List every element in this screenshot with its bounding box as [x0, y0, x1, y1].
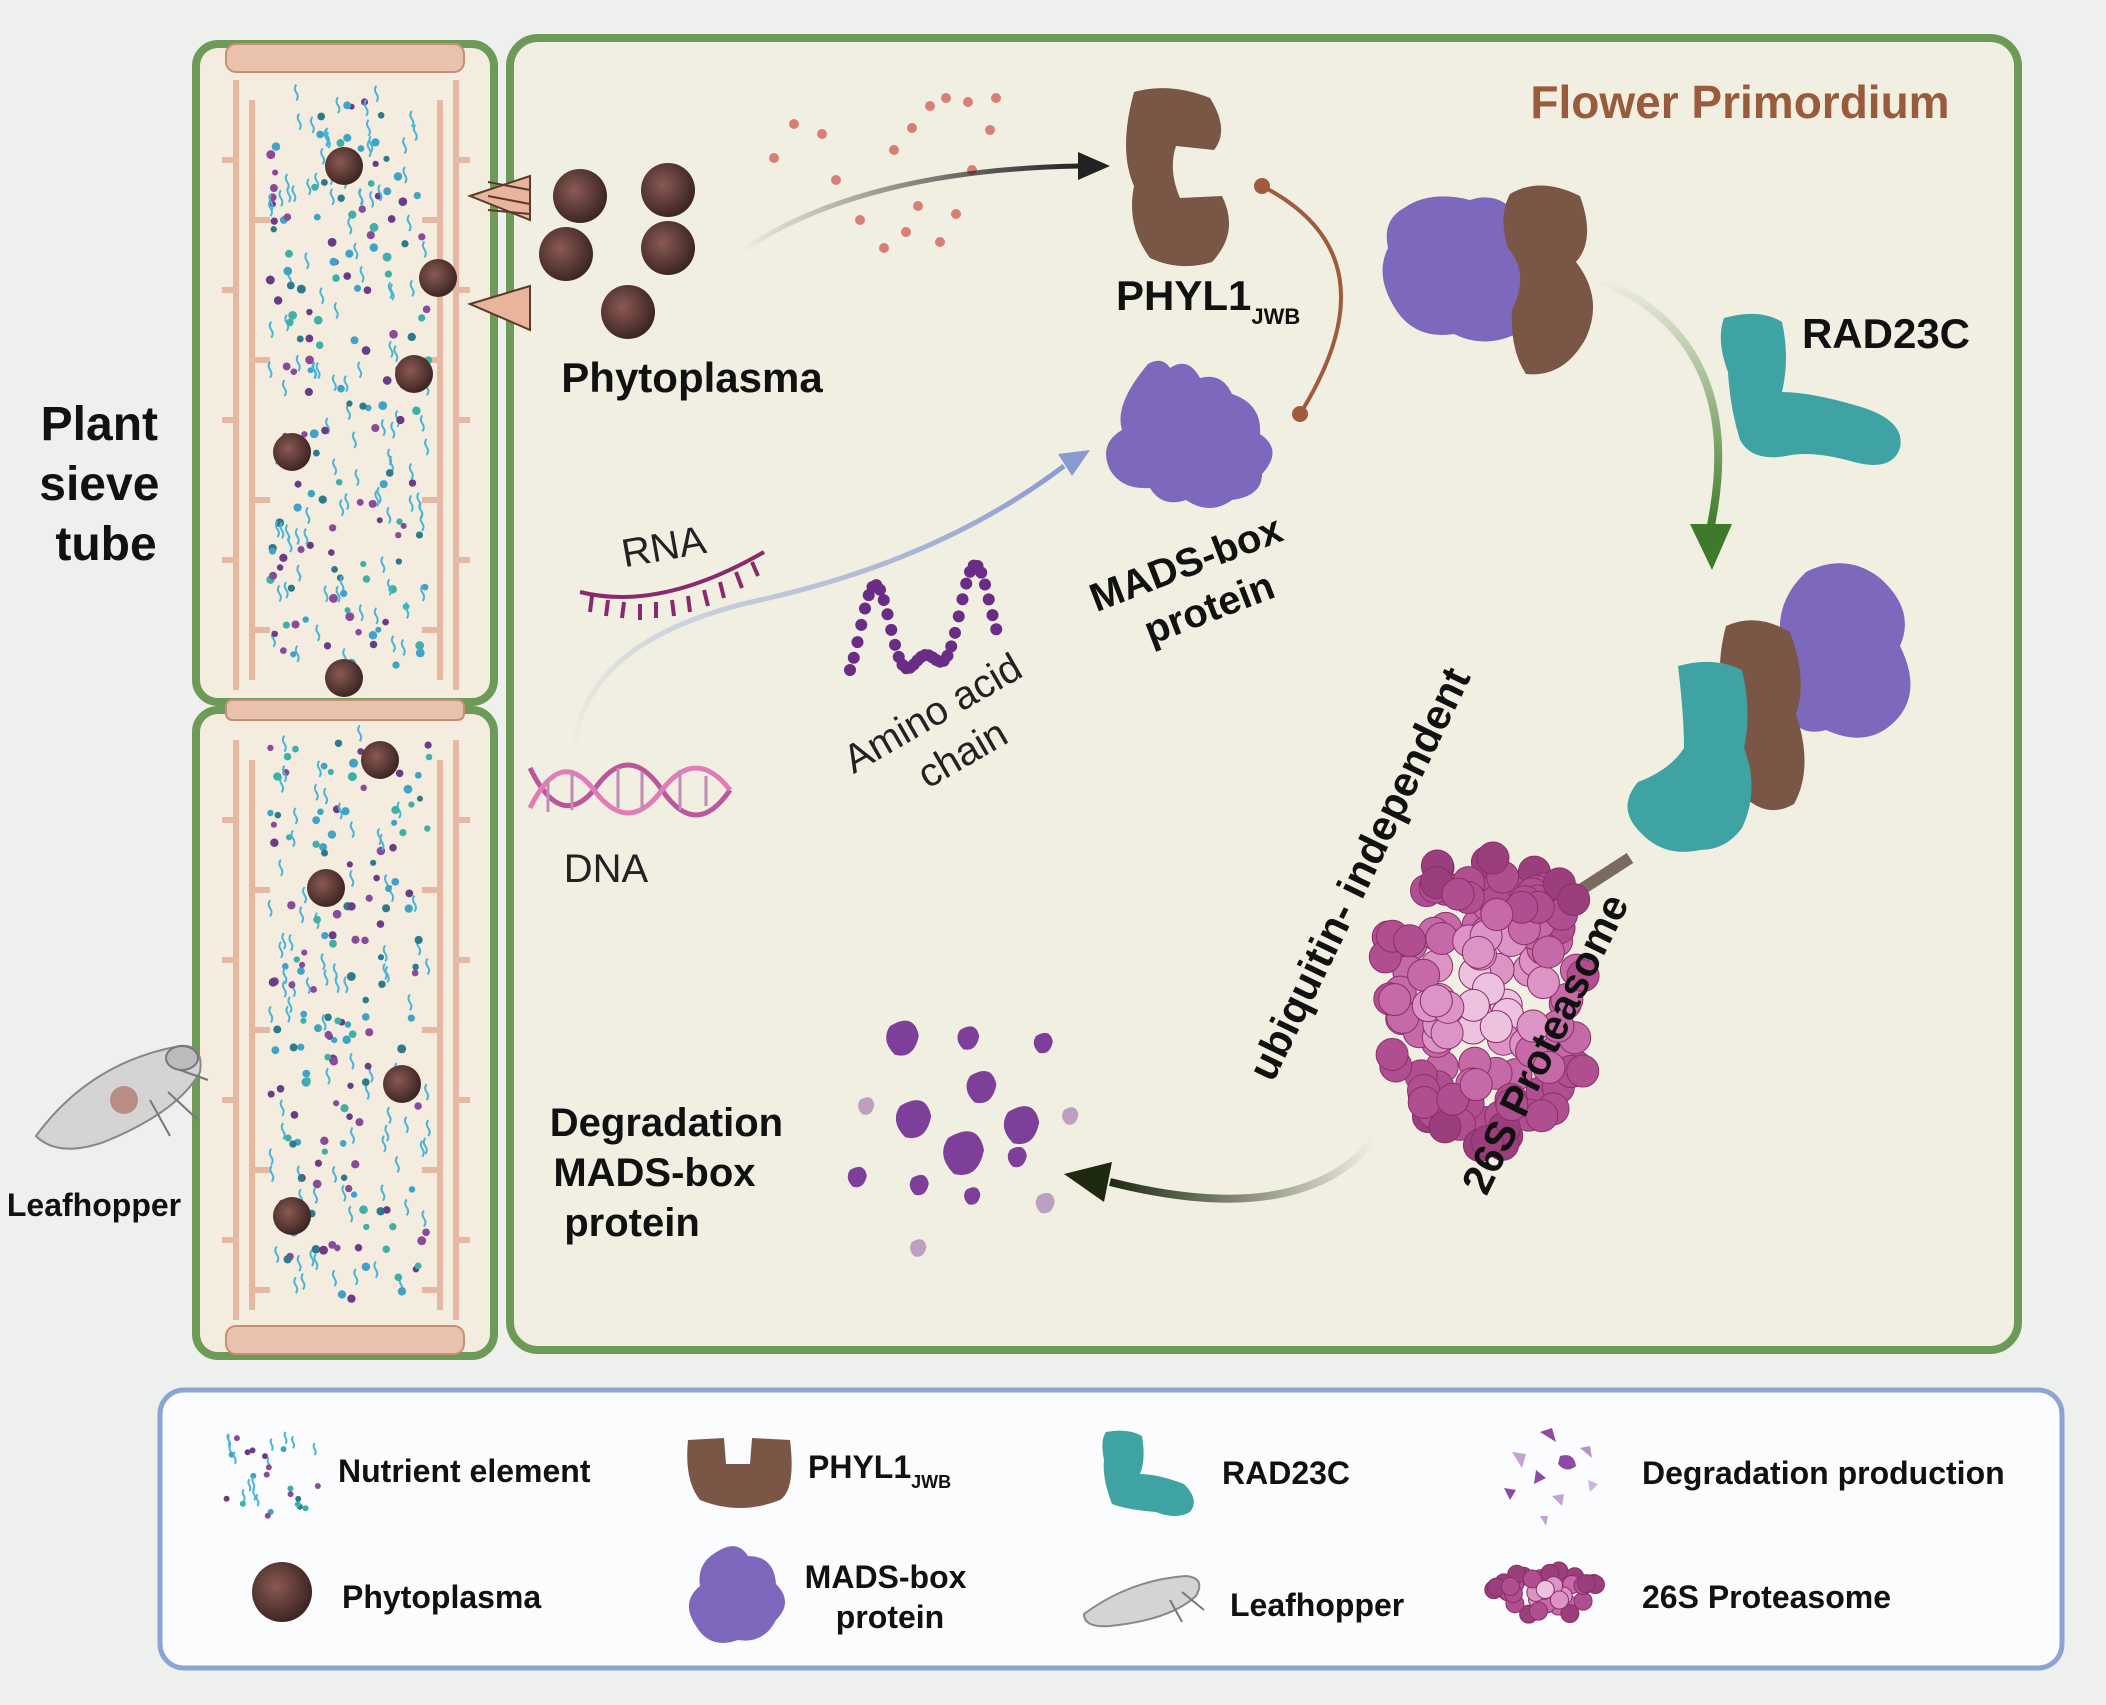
- phyl1-main: PHYL1: [1116, 272, 1251, 319]
- dna-label: DNA: [564, 847, 649, 891]
- phyl1-protein: [1126, 88, 1230, 267]
- arrow-dna-to-mads-head: [1058, 450, 1090, 476]
- phytoplasma-cell: [419, 259, 457, 297]
- legend-phyl1-sub: JWB: [911, 1472, 951, 1492]
- rad23c-protein: [1720, 313, 1901, 465]
- arrow-to-rad23c-complex-head: [1690, 524, 1732, 570]
- leafhopper-label: Leafhopper: [7, 1187, 181, 1223]
- phytoplasma-cell: [395, 355, 433, 393]
- phyl1-label: PHYL1JWB: [1116, 272, 1300, 329]
- legend-mads-label: MADS-box protein: [805, 1559, 976, 1635]
- legend-rad23c-icon: [1102, 1430, 1194, 1516]
- amino-acid-chain: [844, 559, 1003, 676]
- label-sieve: sieve: [39, 458, 159, 511]
- legend-degradation-label: Degradation production: [1642, 1455, 2005, 1491]
- legend-proteasome-label: 26S Proteasome: [1642, 1579, 1891, 1615]
- legend-rad23c-label: RAD23C: [1222, 1455, 1350, 1491]
- plant-sieve-tube-label: Plant sieve tube: [39, 398, 172, 571]
- legend-degradation-icon: [1504, 1428, 1598, 1526]
- rad23c-phyl1-mads-complex: [1558, 563, 1911, 908]
- phytoplasma-cell: [307, 869, 345, 907]
- legend-nutrient-icon: [223, 1431, 321, 1519]
- legend-phyl1-icon: [687, 1438, 792, 1508]
- sieve-tube-upper: [192, 40, 498, 706]
- proteasome-complex: [1368, 841, 1600, 1162]
- label-plant: Plant: [41, 398, 158, 451]
- legend-mads-line2: protein: [836, 1599, 944, 1635]
- phytoplasma-cell: [361, 741, 399, 779]
- legend-leafhopper-label: Leafhopper: [1230, 1587, 1404, 1623]
- arrow-dna-to-mads: [571, 464, 1066, 755]
- phytoplasma-cell: [273, 1197, 311, 1235]
- label-tube: tube: [55, 518, 156, 571]
- degradation-label: Degradation MADS-box protein: [550, 1101, 794, 1245]
- dna-helix: [527, 762, 733, 818]
- arrow-to-degradation: [1109, 1137, 1378, 1203]
- legend-proteasome-icon: [1484, 1561, 1605, 1624]
- leafhopper-insect: [34, 1044, 209, 1150]
- legend-mads-line1: MADS-box: [805, 1559, 967, 1595]
- degradation-line2: MADS-box: [553, 1151, 755, 1195]
- legend-phytoplasma-label: Phytoplasma: [342, 1579, 541, 1615]
- phytoplasma-cell: [325, 147, 363, 185]
- arrow-to-phyl1: [738, 163, 1081, 255]
- flower-primordium-title: Flower Primordium: [1530, 76, 1949, 128]
- mads-box-protein: [1106, 360, 1273, 508]
- arrow-to-phyl1-head: [1078, 152, 1110, 180]
- phytoplasma-cell: [383, 1065, 421, 1103]
- sieve-tube-lower: [192, 699, 498, 1360]
- rna-strand: [579, 550, 765, 620]
- arrow-to-rad23c-complex: [1594, 274, 1723, 531]
- legend-nutrient-label: Nutrient element: [338, 1453, 591, 1489]
- legend-leafhopper-icon: [1082, 1574, 1205, 1628]
- phytoplasma-cluster: [539, 163, 695, 339]
- rad23c-label: RAD23C: [1802, 310, 1970, 357]
- interaction-connector: [1261, 184, 1343, 416]
- sieve-pore-channels: [467, 174, 531, 332]
- legend-phyl1-label: PHYL1JWB: [808, 1449, 951, 1492]
- phytoplasma-label: Phytoplasma: [561, 354, 823, 401]
- degradation-fragments: [847, 1020, 1079, 1257]
- phytoplasma-cell: [273, 433, 311, 471]
- degradation-line3: protein: [564, 1201, 700, 1245]
- phytoplasma-cell: [325, 659, 363, 697]
- secreted-effector-dots: [769, 93, 1001, 253]
- legend-mads-icon: [688, 1546, 785, 1643]
- mads-phyl1-complex: [1382, 185, 1594, 375]
- degradation-line1: Degradation: [550, 1101, 783, 1145]
- phyl1-sub: JWB: [1251, 304, 1300, 329]
- legend-phytoplasma-icon: [252, 1562, 312, 1622]
- arrow-to-degradation-head: [1064, 1162, 1112, 1202]
- legend-phyl1-main: PHYL1: [808, 1449, 911, 1485]
- flower-primordium-cell: [506, 34, 2022, 1354]
